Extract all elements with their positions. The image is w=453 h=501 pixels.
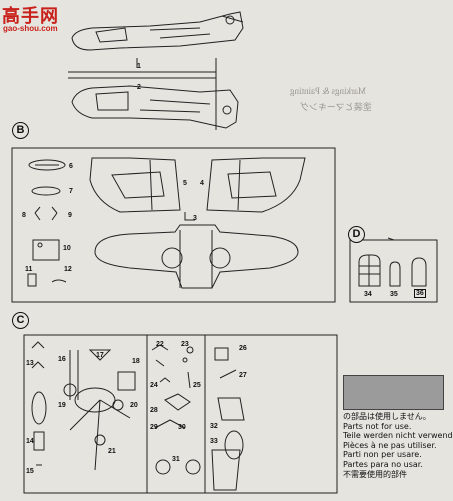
- part-number-25: 25: [193, 382, 201, 389]
- part-number-23: 23: [181, 341, 189, 348]
- part-number-22: 22: [156, 341, 164, 348]
- part-number-8: 8: [22, 212, 26, 219]
- part-number-9: 9: [68, 212, 72, 219]
- part-number-7: 7: [69, 188, 73, 195]
- watermark-url: gao-shou.com: [3, 24, 58, 33]
- part-number-17: 17: [96, 352, 104, 359]
- section-c-label: C: [12, 312, 29, 329]
- fuselage-lower-drawing: [71, 85, 239, 129]
- runner-top: [68, 58, 217, 130]
- part-number-36: 36: [414, 289, 426, 298]
- frame-c: [23, 334, 338, 494]
- fuselage-upper-drawing: [71, 11, 244, 51]
- part-number-15: 15: [26, 468, 34, 475]
- part-number-3: 3: [193, 215, 197, 222]
- part-number-13: 13: [26, 360, 34, 367]
- part-number-26: 26: [239, 345, 247, 352]
- part-number-6: 6: [69, 163, 73, 170]
- part-number-1: 1: [137, 63, 141, 70]
- part-number-29: 29: [150, 424, 158, 431]
- watermark-brand: 高手网: [2, 6, 59, 27]
- part-number-30: 30: [178, 424, 186, 431]
- part-number-27: 27: [239, 372, 247, 379]
- part-number-5: 5: [183, 180, 187, 187]
- not-for-use-swatch: [343, 375, 444, 410]
- part-number-12: 12: [64, 266, 72, 273]
- wing-upper-right-drawing: [206, 157, 306, 213]
- part-number-10: 10: [63, 245, 71, 252]
- legend-line-en: Parts not for use.: [343, 421, 412, 431]
- part-number-24: 24: [150, 382, 158, 389]
- part-number-16: 16: [58, 356, 66, 363]
- wing-upper-left-drawing: [89, 157, 181, 213]
- part-number-35: 35: [390, 291, 398, 298]
- part-number-31: 31: [172, 456, 180, 463]
- legend-line-es: Partes para no usar.: [343, 459, 423, 469]
- part-number-32: 32: [210, 423, 218, 430]
- legend-line-zh: 不需要使用的部件: [343, 469, 407, 479]
- part-number-20: 20: [130, 402, 138, 409]
- part-number-4: 4: [200, 180, 204, 187]
- wing-lower-drawing: [94, 224, 299, 289]
- legend-line-de: Teile werden nicht verwendet.: [343, 431, 453, 441]
- section-b-label: B: [12, 122, 29, 139]
- part-number-11: 11: [25, 266, 33, 273]
- part-number-18: 18: [132, 358, 140, 365]
- legend-line-it: Parti non per usare.: [343, 450, 422, 460]
- part-number-34: 34: [364, 291, 372, 298]
- legend-line-ja: の部品は使用しません。: [343, 412, 431, 421]
- legend-line-fr: Pièces à ne pas utiliser.: [343, 440, 437, 450]
- part-number-28: 28: [150, 407, 158, 414]
- part-number-33: 33: [210, 438, 218, 445]
- part-number-19: 19: [58, 402, 66, 409]
- section-d-label: D: [348, 226, 365, 243]
- part-number-2: 2: [137, 84, 141, 91]
- not-for-use-legend: の部品は使用しません。 Parts not for use. Teile wer…: [343, 412, 453, 479]
- part-number-14: 14: [26, 438, 34, 445]
- watermark-logo: 高手网 gao-shou.com: [2, 2, 74, 38]
- part-number-21: 21: [108, 448, 116, 455]
- frame-b: [11, 147, 336, 303]
- canopy-part: [28, 159, 66, 171]
